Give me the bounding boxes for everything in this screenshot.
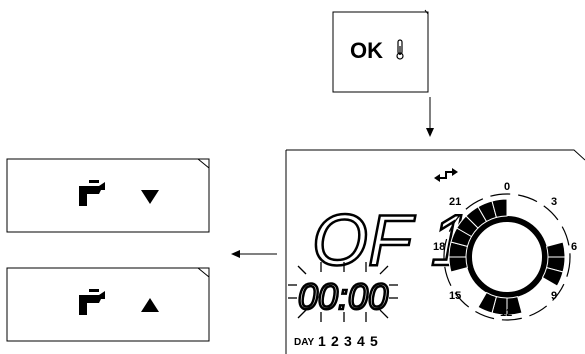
day-number: 3	[344, 333, 352, 349]
dial-label-9: 9	[551, 290, 557, 302]
day-number: 5	[370, 333, 378, 349]
dial-hour-segment	[541, 266, 564, 287]
dial-hour-segment	[507, 199, 522, 217]
tap-icon	[79, 289, 105, 315]
tap-icon	[79, 180, 105, 206]
button-panel-down	[6, 158, 210, 233]
day-label: DAY	[294, 337, 315, 348]
day-number: 1	[318, 333, 326, 349]
ok-panel: OK	[332, 9, 429, 93]
down-arrow-icon	[141, 190, 159, 204]
program-arrow-icon	[434, 168, 458, 182]
ok-label: OK	[350, 38, 383, 63]
arrow-down	[426, 97, 434, 137]
time-readout: 00:00	[288, 262, 398, 322]
lcd-display: OF 1 00:00 DAY 1	[285, 149, 585, 354]
dial-hour-segment	[491, 198, 508, 219]
thermometer-icon	[396, 39, 404, 60]
time-text: 00:00	[298, 276, 388, 317]
program-dial: 0 3 6 9 12 15 18 21	[433, 181, 577, 321]
day-numbers: 1 2 3 4 5	[318, 333, 378, 349]
arrow-left	[231, 250, 277, 258]
dial-hour-segment	[477, 291, 498, 314]
dial-label-21: 21	[449, 196, 461, 208]
dial-label-0: 0	[504, 181, 510, 193]
up-arrow-icon	[141, 298, 159, 312]
dial-label-12: 12	[500, 307, 512, 319]
dial-hour-segment	[545, 241, 566, 258]
day-number: 2	[331, 333, 339, 349]
dial-label-18: 18	[433, 241, 445, 253]
dial-label-15: 15	[449, 290, 461, 302]
dial-label-3: 3	[551, 196, 557, 208]
button-panel-up	[6, 267, 210, 342]
dial-label-6: 6	[571, 241, 577, 253]
day-number: 4	[357, 333, 365, 349]
mode-text: OF 1	[312, 201, 471, 281]
